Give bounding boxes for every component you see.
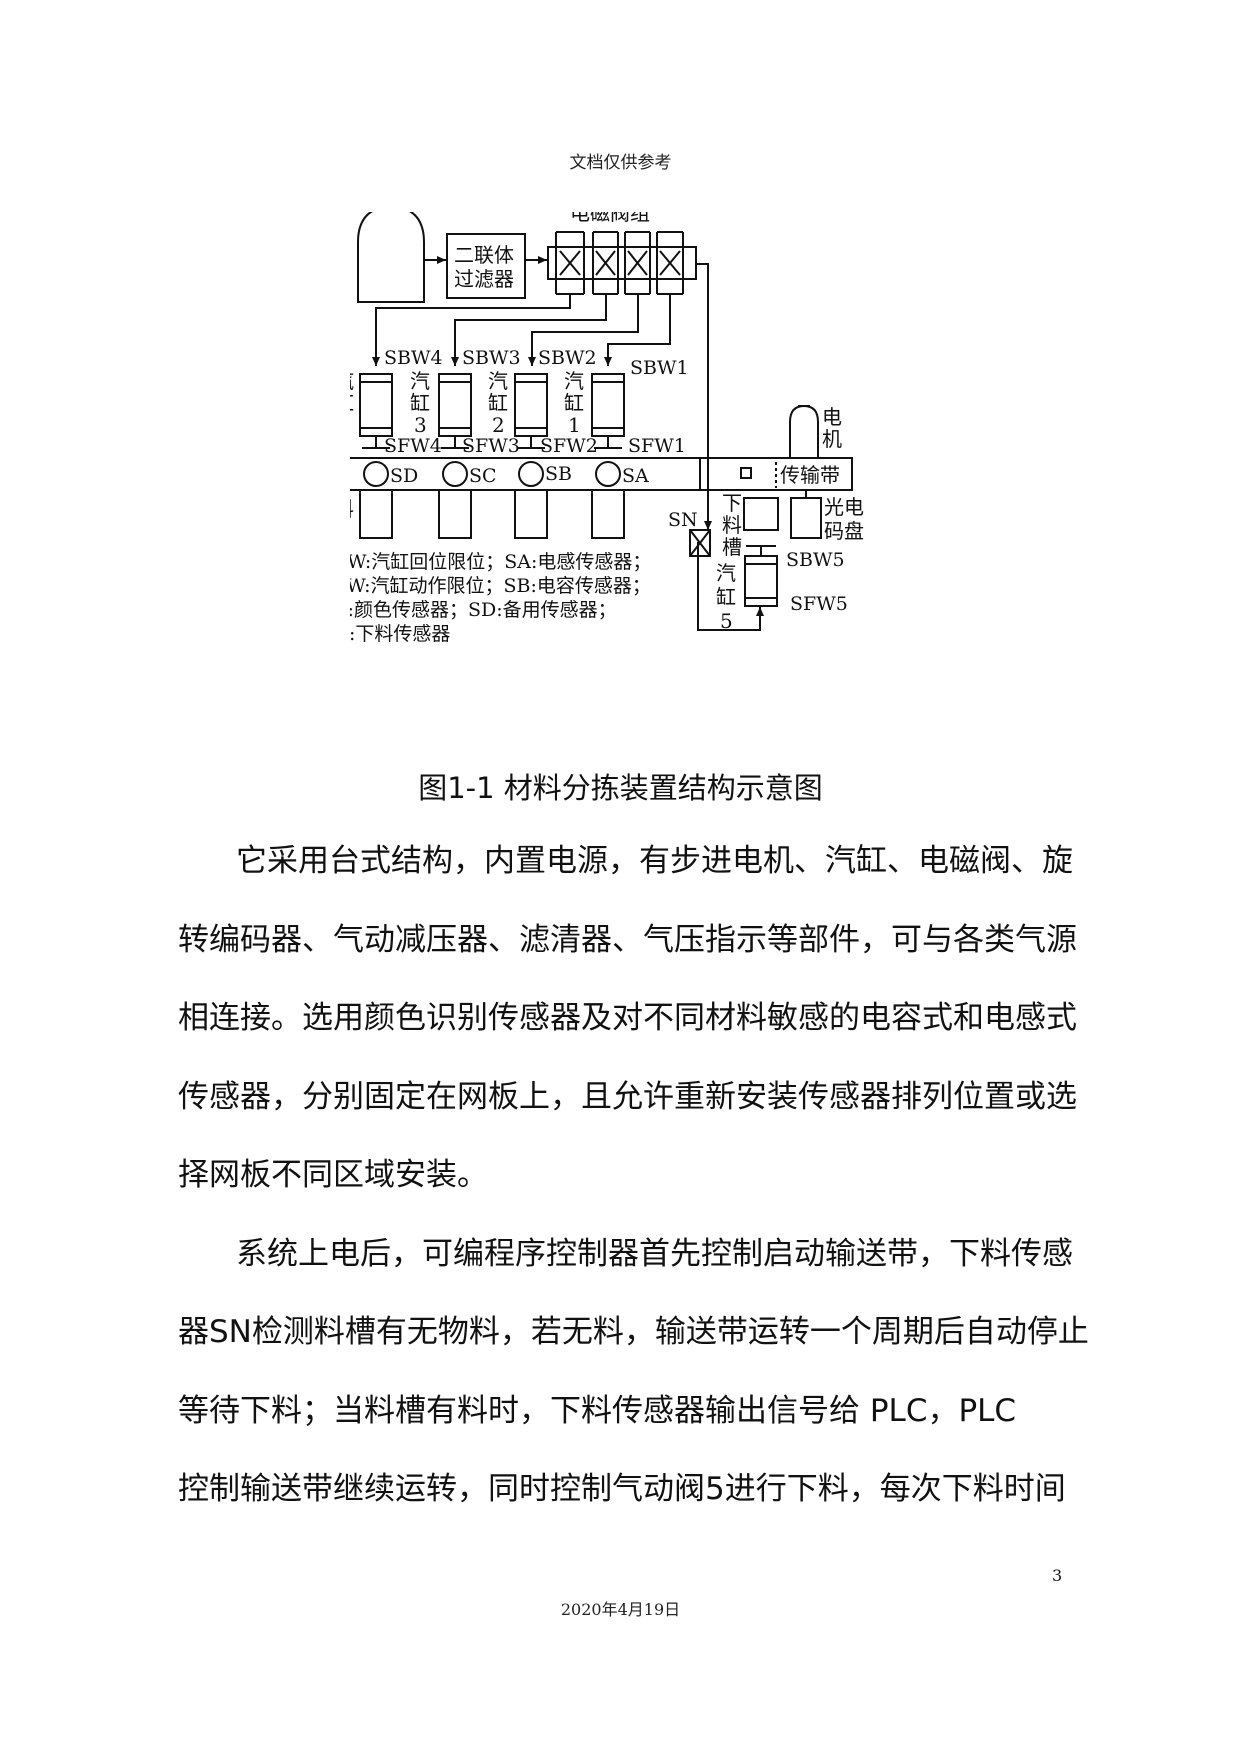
feed-label-2: 料 — [722, 513, 742, 537]
motor-label-2: 机 — [822, 427, 842, 451]
cyl4-label-1: 汽 — [350, 369, 354, 393]
sbw4-label: SBW4 — [384, 347, 443, 369]
paragraph-2-line-2: 器SN检测料槽有无物料，若无料，输送带运转一个周期后自动停止 — [178, 1314, 1089, 1350]
chute-label-1: 卸料 — [350, 497, 354, 521]
page-header: 文档仅供参考 — [569, 153, 672, 173]
filter-box — [446, 233, 526, 299]
cyl1-label-2: 缸 — [564, 391, 584, 415]
sn-label: SN — [668, 509, 698, 531]
sfw2-label: SFW2 — [540, 435, 598, 457]
cyl3-label-3: 3 — [414, 413, 427, 437]
cyl2-label-1: 汽 — [488, 369, 508, 393]
compressor-tank — [357, 212, 425, 303]
motor-label-1: 电 — [822, 405, 842, 429]
footer-date: 2020年4月19日 — [560, 1600, 681, 1619]
conveyor-label: 传输带 — [780, 463, 840, 487]
filter-label-1: 二联体 — [454, 243, 514, 267]
page-number: 3 — [1052, 1566, 1063, 1585]
cyl1-label-1: 汽 — [564, 369, 584, 393]
paragraph-1-line-3: 相连接。选用颜色识别传感器及对不同材料敏感的电容式和电感式 — [178, 1000, 1077, 1036]
cyl1-label-3: 1 — [568, 413, 581, 437]
filter-label-2: 过滤器 — [454, 267, 514, 291]
paragraph-2-line-4: 控制输送带继续运转，同时控制气动阀5进行下料，每次下料时间 — [178, 1471, 1066, 1507]
sorting-device-diagram: 气 体 压 缩 机 二联体 过滤器 电磁阀组 SBW4 SBW3 SBW2 SB… — [350, 212, 990, 732]
cyl4-label-3: 4 — [350, 413, 351, 437]
cyl2-label-3: 2 — [492, 413, 505, 437]
sbw2-label: SBW2 — [538, 347, 597, 369]
cyl2-label-2: 缸 — [488, 391, 508, 415]
feed-label-1: 下 — [722, 491, 742, 515]
sensor-sa-label: SA — [622, 465, 649, 487]
sensor-sc-label: SC — [469, 465, 497, 487]
encoder-label-1: 光电 — [824, 495, 864, 519]
paragraph-1-line-2: 转编码器、气动减压器、滤清器、气压指示等部件，可与各类气源 — [178, 921, 1077, 958]
legend-line-4: SN:下料传感器 — [350, 623, 450, 645]
sbw3-label: SBW3 — [462, 347, 521, 369]
sfw3-label: SFW3 — [462, 435, 520, 457]
cyl5-label-1: 汽 — [716, 561, 736, 585]
cyl3-label-1: 汽 — [410, 369, 430, 393]
sfw1-label: SFW1 — [628, 435, 686, 457]
conveyor-belt — [350, 457, 853, 491]
paragraph-2-line-3: 等待下料；当料槽有料时，下料传感器输出信号给 PLC，PLC — [178, 1392, 1017, 1429]
cyl4-label-2: 缸 — [350, 391, 354, 415]
legend-line-1: SBW:汽缸回位限位；SA:电感传感器； — [350, 551, 651, 573]
cyl5-label-3: 5 — [720, 609, 733, 633]
paragraph-1-line-4: 传感器，分别固定在网板上，且允许重新安装传感器排列位置或选 — [178, 1078, 1077, 1115]
sbw1-label: SBW1 — [630, 357, 689, 379]
legend-line-3: SC:颜色传感器；SD:备用传感器； — [350, 599, 617, 621]
paragraph-1-line-1: 它采用台式结构，内置电源，有步进电机、汽缸、电磁阀、旋 — [236, 843, 1073, 879]
sbw5-label: SBW5 — [786, 549, 845, 571]
paragraph-2-line-1: 系统上电后，可编程序控制器首先控制启动输送带，下料传感 — [236, 1235, 1073, 1272]
sfw4-label: SFW4 — [384, 435, 442, 457]
sensor-sb-label: SB — [545, 463, 572, 485]
encoder-label-2: 码盘 — [824, 519, 864, 543]
valve-group-label: 电磁阀组 — [570, 212, 650, 225]
cyl3-label-2: 缸 — [410, 391, 430, 415]
sfw5-label: SFW5 — [790, 593, 848, 615]
body-text: 它采用台式结构，内置电源，有步进电机、汽缸、电磁阀、旋 转编码器、气动减压器、滤… — [178, 822, 1089, 1529]
figure-caption: 图1-1 材料分拣装置结构示意图 — [418, 771, 823, 805]
feed-label-3: 槽 — [722, 535, 742, 559]
cyl5-label-2: 缸 — [716, 585, 736, 609]
sensor-sd-label: SD — [390, 465, 418, 487]
paragraph-1-line-5: 择网板不同区域安装。 — [178, 1157, 488, 1193]
legend-line-2: SFW:汽缸动作限位；SB:电容传感器； — [350, 575, 651, 597]
